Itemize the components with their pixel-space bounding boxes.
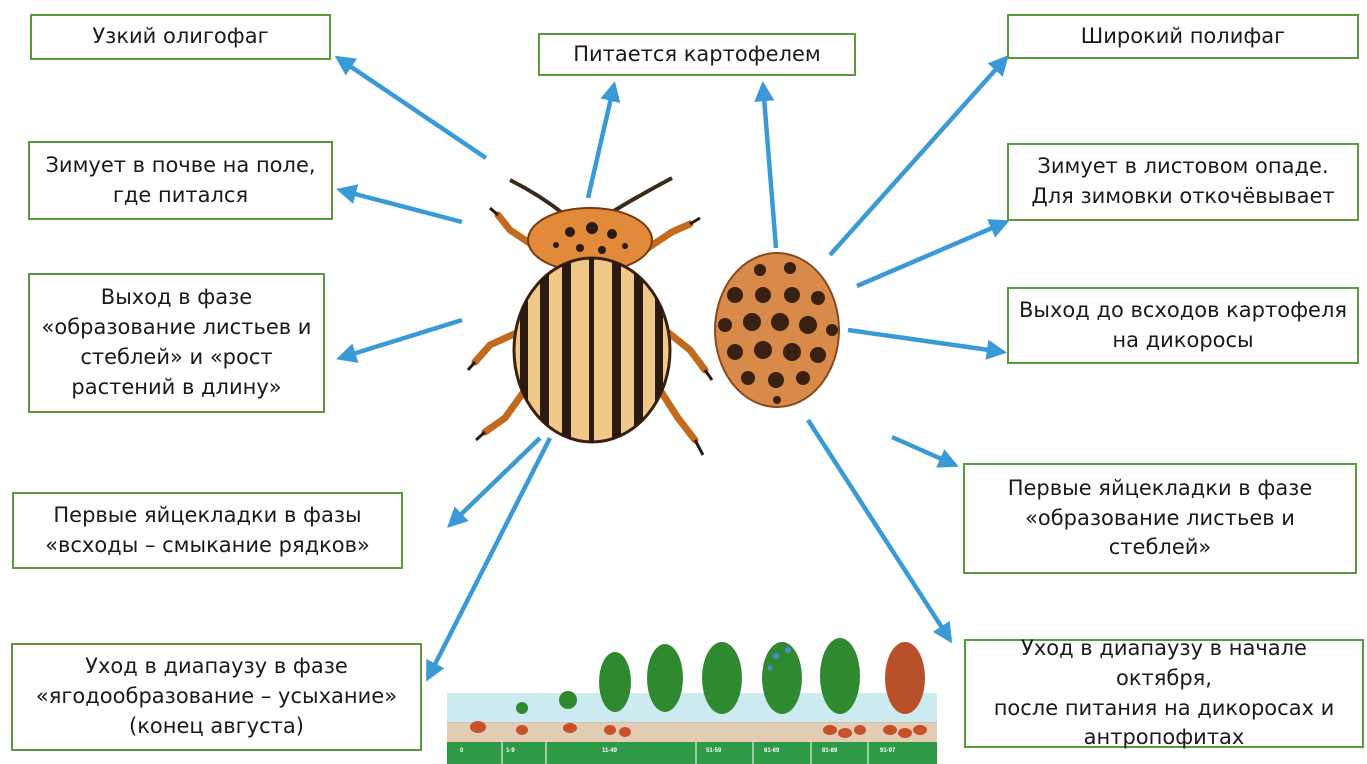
feeds-on-potato-box: Питается картофелем — [538, 33, 856, 76]
svg-text:81-89: 81-89 — [822, 748, 838, 754]
left-emergence-box: Выход в фазе «образование листьев и стеб… — [28, 273, 325, 413]
svg-text:91-97: 91-97 — [880, 748, 896, 754]
svg-text:61-69: 61-69 — [764, 748, 780, 754]
right-broad-polyphage-box: Широкий полифаг — [1007, 14, 1359, 59]
right-first-eggs-box: Первые яйцекладки в фазе «образование ли… — [963, 463, 1357, 574]
left-overwinters-box: Зимует в почве на поле, где питался — [28, 141, 333, 220]
right-emergence-box: Выход до всходов картофеля на дикоросы — [1007, 287, 1359, 364]
left-narrow-oligophage-box: Узкий олигофаг — [30, 14, 331, 60]
svg-text:1-9: 1-9 — [506, 748, 515, 754]
svg-text:51-59: 51-59 — [706, 748, 722, 754]
right-overwinters-box: Зимует в листовом опаде. Для зимовки отк… — [1007, 143, 1359, 221]
left-diapause-box: Уход в диапаузу в фазе «ягодообразование… — [11, 643, 422, 751]
left-first-eggs-box: Первые яйцекладки в фазы «всходы – смыка… — [12, 492, 403, 569]
svg-text:11-49: 11-49 — [602, 748, 618, 754]
right-diapause-box: Уход в диапаузу в начале октября, после … — [964, 639, 1364, 748]
